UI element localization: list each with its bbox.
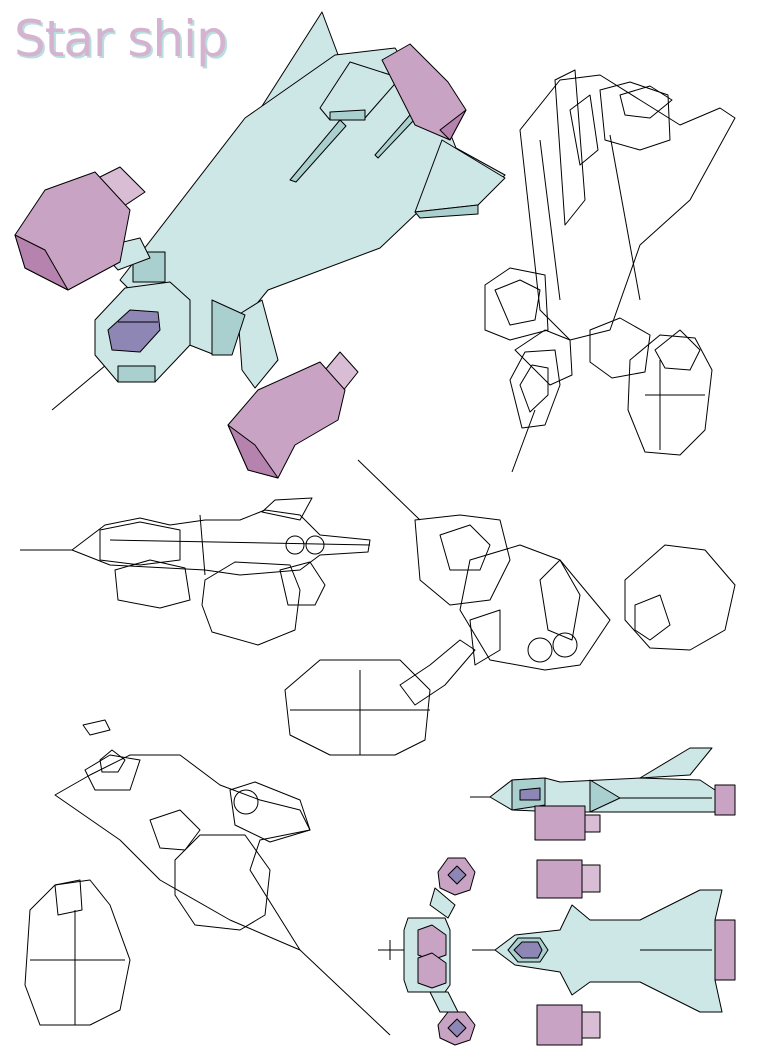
- front-engine-lower: [417, 952, 447, 989]
- plan-canopy: [513, 941, 543, 959]
- side-intake: [589, 779, 621, 813]
- cockpit-pod-base: [117, 365, 156, 383]
- front-elevation: [378, 857, 476, 1046]
- wireframe-underside-view: [24, 719, 391, 1036]
- right-wing-edge: [414, 204, 479, 219]
- cockpit-canopy: [107, 309, 161, 353]
- front-pod-top-core: [447, 865, 467, 885]
- plan-exhaust: [714, 919, 736, 981]
- wireframe-rear-view: [484, 69, 736, 473]
- front-engine-upper: [417, 924, 447, 961]
- side-engine: [534, 805, 586, 841]
- lower-engine-face: [227, 424, 279, 479]
- wireframe-tilted-view: [284, 459, 736, 756]
- front-pod-bottom-core: [447, 1018, 467, 1038]
- shaded-isometric-view: [14, 11, 506, 479]
- fuselage-underside: [211, 299, 246, 356]
- plan-engine-bottom: [536, 1004, 583, 1046]
- sheet-title: Star ship: [14, 10, 228, 68]
- side-fin: [639, 747, 713, 779]
- side-engine-nozzle: [584, 814, 601, 833]
- upper-engine-face: [439, 109, 467, 141]
- side-elevation: [470, 747, 736, 841]
- plan-engine-bottom-nozzle: [581, 1011, 601, 1039]
- side-canopy: [519, 787, 541, 801]
- lower-strut: [237, 299, 279, 389]
- dorsal-block: [319, 61, 401, 121]
- side-exhaust: [714, 784, 736, 816]
- wireframe-side-view: [20, 497, 371, 646]
- left-engine-face: [14, 234, 69, 291]
- top-plan: [472, 859, 736, 1046]
- plan-engine-top-nozzle: [581, 864, 601, 893]
- hull-vent-left: [289, 119, 347, 183]
- plan-engine-top: [536, 859, 583, 899]
- front-strut-top: [429, 887, 456, 919]
- dorsal-block-side: [329, 109, 366, 121]
- front-strut-bottom: [429, 991, 459, 1013]
